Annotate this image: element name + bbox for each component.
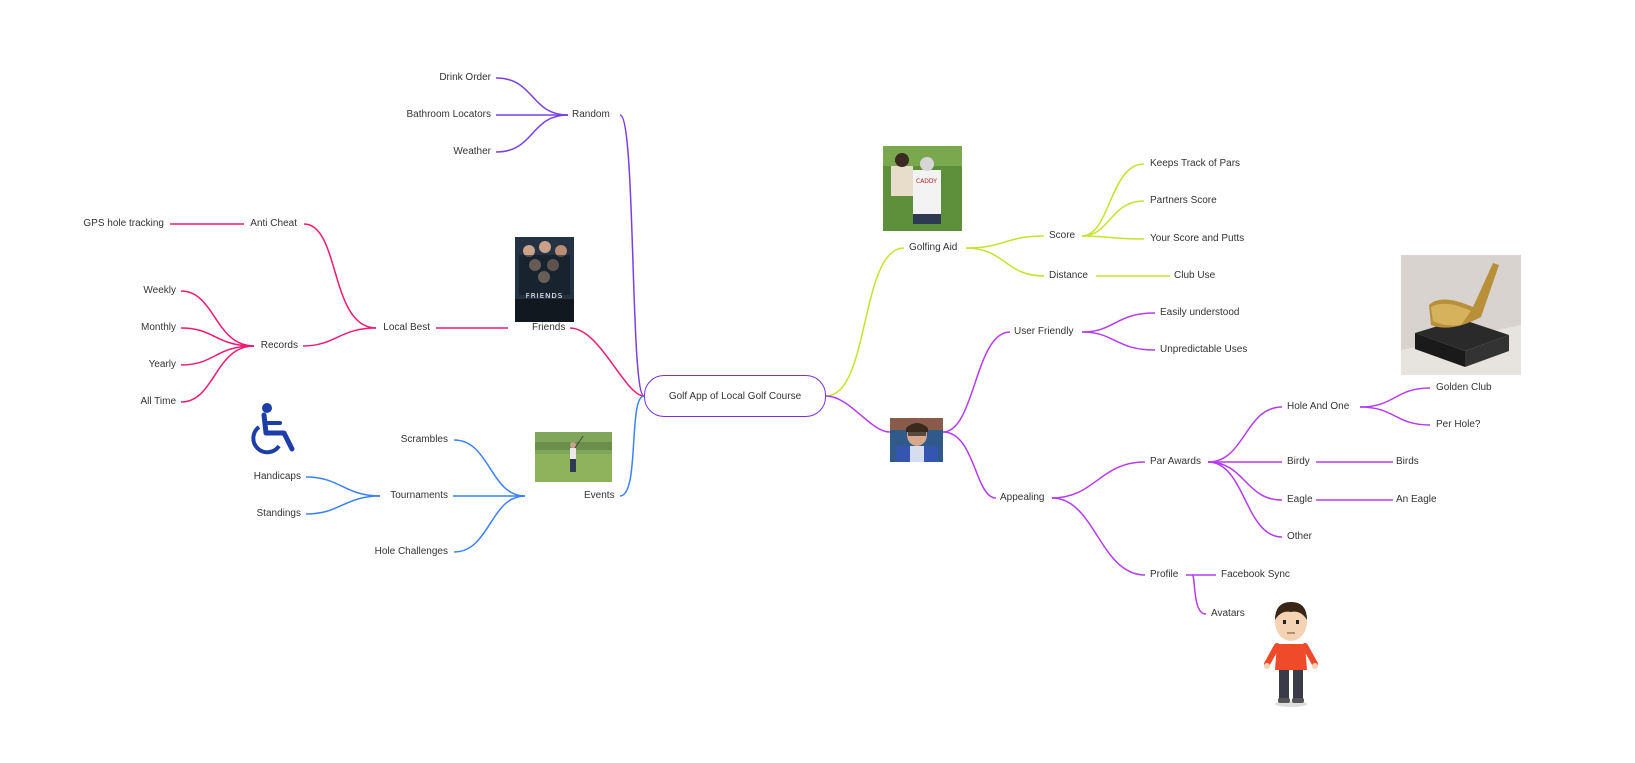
topic-friends[interactable]: Friends: [530, 322, 568, 334]
root-topic-label: Golf App of Local Golf Course: [668, 390, 802, 402]
topic-partners-score[interactable]: Partners Score: [1148, 195, 1219, 207]
topic-golden-club[interactable]: Golden Club: [1434, 382, 1494, 394]
topic-distance[interactable]: Distance: [1047, 270, 1090, 282]
friends-poster-image: FRIENDS: [515, 237, 574, 322]
topic-drink-order[interactable]: Drink Order: [437, 72, 493, 84]
topic-per-hole[interactable]: Per Hole?: [1434, 419, 1483, 431]
topic-club-use[interactable]: Club Use: [1172, 270, 1218, 282]
topic-avatars[interactable]: Avatars: [1209, 608, 1247, 620]
topic-facebook-sync[interactable]: Facebook Sync: [1219, 569, 1292, 581]
topic-records[interactable]: Records: [258, 340, 300, 352]
golden-club-trophy-image: [1401, 255, 1521, 375]
topic-events[interactable]: Events: [582, 490, 617, 502]
topic-eagle[interactable]: Eagle: [1285, 494, 1315, 506]
topic-monthly[interactable]: Monthly: [138, 322, 178, 334]
topic-all-time[interactable]: All Time: [138, 396, 178, 408]
topic-anti-cheat[interactable]: Anti Cheat: [248, 218, 299, 230]
branch-random-links: [495, 77, 645, 397]
topic-other[interactable]: Other: [1285, 531, 1315, 543]
branch-right-lower-links: [825, 312, 1431, 615]
topic-birds[interactable]: Birds: [1394, 456, 1421, 468]
topic-keeps-track-of-pars[interactable]: Keeps Track of Pars: [1148, 158, 1243, 170]
topic-unpredictable-uses[interactable]: Unpredictable Uses: [1158, 344, 1250, 356]
topic-birdy[interactable]: Birdy: [1285, 456, 1312, 468]
topic-appealing[interactable]: Appealing: [998, 492, 1047, 504]
topic-hole-and-one[interactable]: Hole And One: [1285, 401, 1352, 413]
golfer-photo: [535, 432, 612, 482]
character-photo: [890, 418, 943, 462]
topic-golfing-aid[interactable]: Golfing Aid: [907, 242, 960, 254]
topic-easily-understood[interactable]: Easily understood: [1158, 307, 1242, 319]
branch-friends-links: [170, 223, 645, 403]
topic-your-score-and-putts[interactable]: Your Score and Putts: [1148, 233, 1247, 245]
topic-bathroom-locators[interactable]: Bathroom Locators: [404, 109, 493, 121]
topic-yearly[interactable]: Yearly: [146, 359, 178, 371]
topic-tournaments[interactable]: Tournaments: [388, 490, 450, 502]
friends-poster-text: FRIENDS: [525, 292, 564, 300]
branch-events-links: [305, 395, 645, 553]
mii-avatar-image: [1263, 600, 1319, 710]
topic-weather[interactable]: Weather: [451, 146, 493, 158]
topic-an-eagle[interactable]: An Eagle: [1394, 494, 1439, 506]
topic-hole-challenges[interactable]: Hole Challenges: [372, 546, 450, 558]
caddy-photo: CADDY: [883, 146, 962, 231]
topic-local-best[interactable]: Local Best: [381, 322, 432, 334]
caddy-photo-text: CADDY: [916, 178, 937, 185]
topic-scrambles[interactable]: Scrambles: [398, 434, 450, 446]
topic-random[interactable]: Random: [570, 109, 612, 121]
topic-handicaps[interactable]: Handicaps: [251, 471, 303, 483]
topic-user-friendly[interactable]: User Friendly: [1012, 326, 1076, 338]
topic-profile[interactable]: Profile: [1148, 569, 1181, 581]
wheelchair-icon: [246, 399, 306, 459]
topic-gps-hole-tracking[interactable]: GPS hole tracking: [81, 218, 166, 230]
topic-weekly[interactable]: Weekly: [141, 285, 178, 297]
root-topic[interactable]: Golf App of Local Golf Course: [644, 375, 826, 417]
topic-standings[interactable]: Standings: [254, 508, 303, 520]
topic-par-awards[interactable]: Par Awards: [1148, 456, 1203, 468]
branch-golfing-aid-links: [825, 163, 1170, 397]
topic-score[interactable]: Score: [1047, 230, 1078, 242]
